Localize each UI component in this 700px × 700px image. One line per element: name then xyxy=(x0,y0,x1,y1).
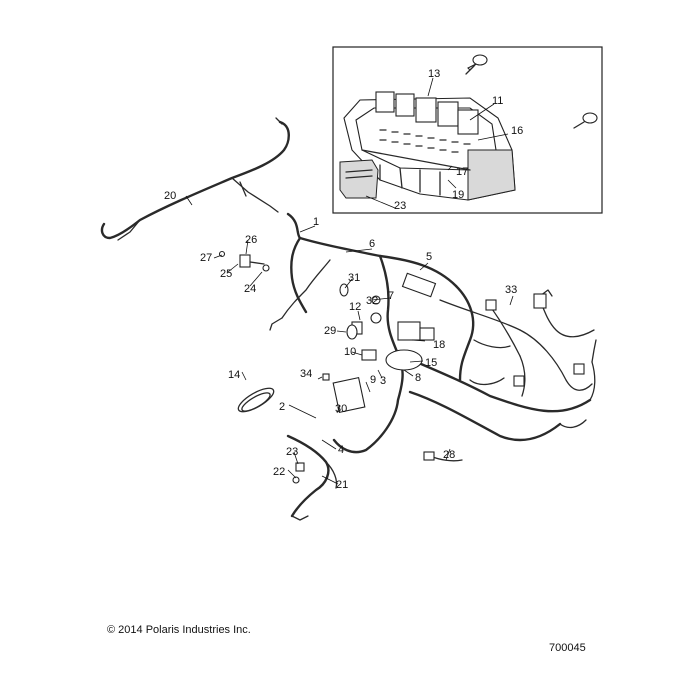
cable-bundle xyxy=(385,349,423,371)
harness-connector xyxy=(295,462,305,472)
harness-connector xyxy=(423,451,435,461)
callout-28: 28 xyxy=(443,449,455,461)
connector-34 xyxy=(322,373,330,381)
harness-connector xyxy=(573,363,585,375)
callout-18: 18 xyxy=(433,339,445,351)
grommet xyxy=(292,476,300,484)
callout-16: 16 xyxy=(511,125,523,137)
callout-34: 34 xyxy=(300,368,312,380)
callout-30: 30 xyxy=(335,403,347,415)
screw-icon xyxy=(465,54,488,75)
callout-9: 9 xyxy=(370,374,376,386)
callout-leaders xyxy=(185,195,514,485)
screw-icon xyxy=(573,112,598,129)
grommet xyxy=(370,312,382,324)
harness-20 xyxy=(100,117,290,241)
fuse-box-cover xyxy=(339,159,379,199)
harness-connector xyxy=(513,375,525,387)
fuse-box-housing xyxy=(343,91,516,201)
relay xyxy=(397,321,421,341)
relay xyxy=(395,93,415,117)
callout-11: 11 xyxy=(492,95,503,107)
callout-26: 26 xyxy=(245,234,257,246)
relay-mount-25 xyxy=(239,254,270,272)
callout-23: 23 xyxy=(286,446,298,458)
callout-31: 31 xyxy=(348,272,360,284)
callout-4: 4 xyxy=(338,444,344,456)
callout-2: 2 xyxy=(279,401,285,413)
fuse-box-inset xyxy=(332,46,603,214)
callout-15: 15 xyxy=(425,357,437,369)
callout-3: 3 xyxy=(380,375,386,387)
relay xyxy=(437,101,459,127)
callout-1: 1 xyxy=(313,216,319,228)
cable-tie-14 xyxy=(237,387,275,413)
callout-24: 24 xyxy=(244,283,256,295)
callout-22: 22 xyxy=(273,466,285,478)
callout-33: 33 xyxy=(505,284,517,296)
grommet xyxy=(262,264,270,272)
relay xyxy=(457,109,479,135)
harness-connector xyxy=(485,299,497,311)
callout-10: 10 xyxy=(344,346,356,358)
callout-6: 6 xyxy=(369,238,375,250)
copyright-notice: © 2014 Polaris Industries Inc. xyxy=(107,624,251,636)
callout-25: 25 xyxy=(220,268,232,280)
callout-labels: 13 11 16 17 19 23 20 1 6 5 26 27 25 24 3… xyxy=(164,68,523,491)
relay xyxy=(415,97,437,123)
relay xyxy=(419,327,435,341)
callout-8: 8 xyxy=(415,372,421,384)
callout-13: 13 xyxy=(428,68,440,80)
ecu-module xyxy=(332,376,366,414)
relay xyxy=(375,91,395,113)
callout-5: 5 xyxy=(426,251,432,263)
callout-14: 14 xyxy=(228,369,240,381)
callout-17: 17 xyxy=(456,166,468,178)
callout-27: 27 xyxy=(200,252,212,264)
harness-connector xyxy=(401,272,437,298)
harness-connector xyxy=(533,293,547,309)
main-harness xyxy=(269,212,597,462)
callout-19: 19 xyxy=(452,189,464,201)
callout-7: 7 xyxy=(388,290,394,302)
callout-32: 32 xyxy=(366,295,378,307)
drawing-number: 700045 xyxy=(549,642,586,654)
callout-12: 12 xyxy=(349,301,361,313)
callout-20: 20 xyxy=(164,190,176,202)
relay xyxy=(361,349,377,361)
sensor-29 xyxy=(346,324,358,340)
harness-21 xyxy=(286,434,338,521)
callout-23-inset: 23 xyxy=(394,200,406,212)
callout-21: 21 xyxy=(336,479,348,491)
callout-29: 29 xyxy=(324,325,336,337)
